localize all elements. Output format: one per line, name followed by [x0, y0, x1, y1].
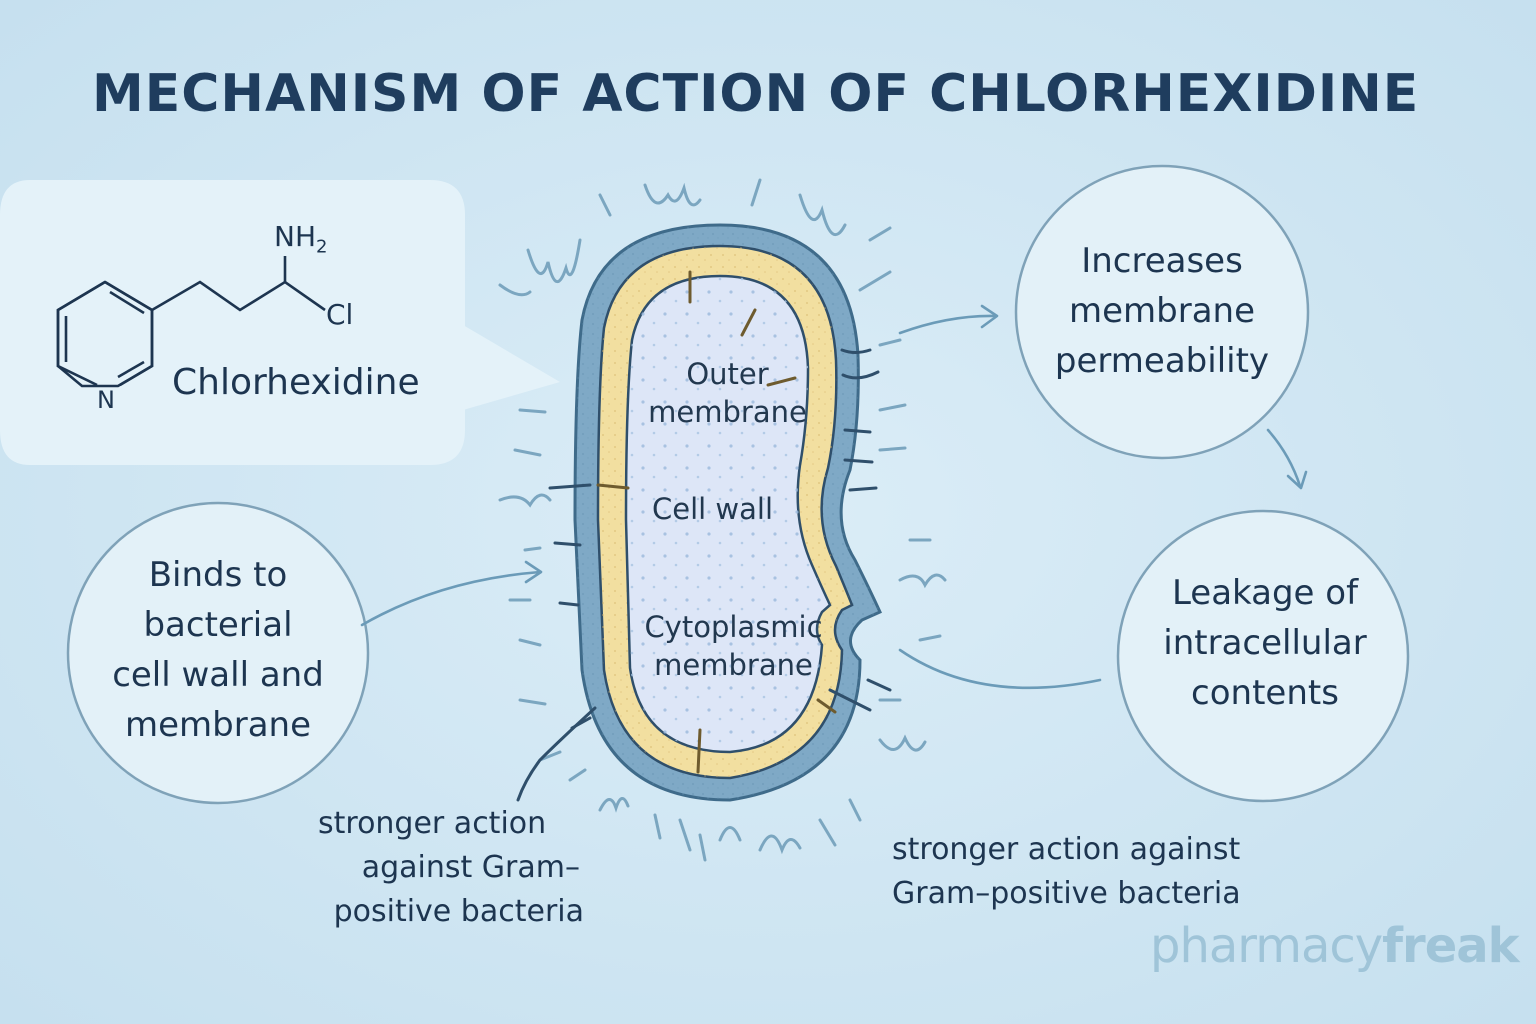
binds-line-4: membrane	[124, 705, 312, 745]
ring-nitrogen-label: N	[97, 386, 115, 414]
permeability-text: Increases membrane permeability	[1032, 236, 1292, 386]
permeability-line-3: permeability	[1054, 341, 1270, 381]
outer-membrane-label: Outer membrane	[645, 355, 810, 431]
outer-membrane-line-2: membrane	[648, 395, 807, 429]
permeability-circle	[1014, 164, 1310, 460]
right-note-line-1: stronger action against	[892, 832, 1241, 867]
leakage-line-1: Leakage of	[1171, 573, 1359, 613]
page-title: MECHANISM OF ACTION OF CHLORHEXIDINE	[92, 64, 1420, 124]
watermark-part-1: pharmacy	[1150, 918, 1383, 974]
binds-line-2: bacterial	[143, 605, 293, 645]
amine-subscript: 2	[316, 236, 328, 258]
leakage-line-2: intracellular	[1163, 623, 1367, 663]
amine-label: NH2	[274, 220, 327, 258]
outer-membrane-line-1: Outer	[686, 357, 769, 391]
permeability-line-2: membrane	[1068, 291, 1256, 331]
binds-line-1: Binds to	[148, 555, 288, 595]
right-note: stronger action against Gram–positive ba…	[892, 828, 1241, 916]
cell-wall-label: Cell wall	[651, 492, 774, 526]
permeability-line-1: Increases	[1081, 241, 1243, 281]
left-note-line-1: stronger action	[318, 806, 547, 841]
cytoplasmic-line-1: Cytoplasmic	[644, 610, 823, 644]
left-note-line-2: against Gram–	[361, 850, 580, 885]
leakage-line-3: contents	[1191, 673, 1339, 713]
binds-text: Binds to bacterial cell wall and membran…	[88, 550, 348, 750]
leakage-text: Leakage of intracellular contents	[1140, 568, 1390, 718]
bacterial-cell	[516, 223, 892, 802]
watermark-part-2: freak	[1382, 918, 1519, 974]
leakage-circle	[1116, 509, 1410, 803]
binds-line-3: cell wall and	[112, 655, 324, 695]
cytoplasmic-membrane-label: Cytoplasmic membrane	[636, 608, 831, 684]
arrow-icon	[360, 304, 1308, 690]
left-note: stronger action against Gram– positive b…	[318, 802, 598, 934]
action-rays	[498, 178, 947, 862]
molecule-callout	[0, 180, 560, 465]
chlorine-label: Cl	[326, 298, 354, 331]
chlorhexidine-structure	[56, 256, 326, 387]
amine-text: NH	[274, 220, 316, 253]
molecule-name: Chlorhexidine	[172, 362, 420, 403]
left-note-line-3: positive bacteria	[333, 894, 584, 929]
watermark-logo: pharmacyfreak	[1150, 918, 1520, 974]
cytoplasmic-line-2: membrane	[654, 648, 813, 682]
right-note-line-2: Gram–positive bacteria	[892, 876, 1241, 911]
binds-circle	[66, 501, 370, 805]
